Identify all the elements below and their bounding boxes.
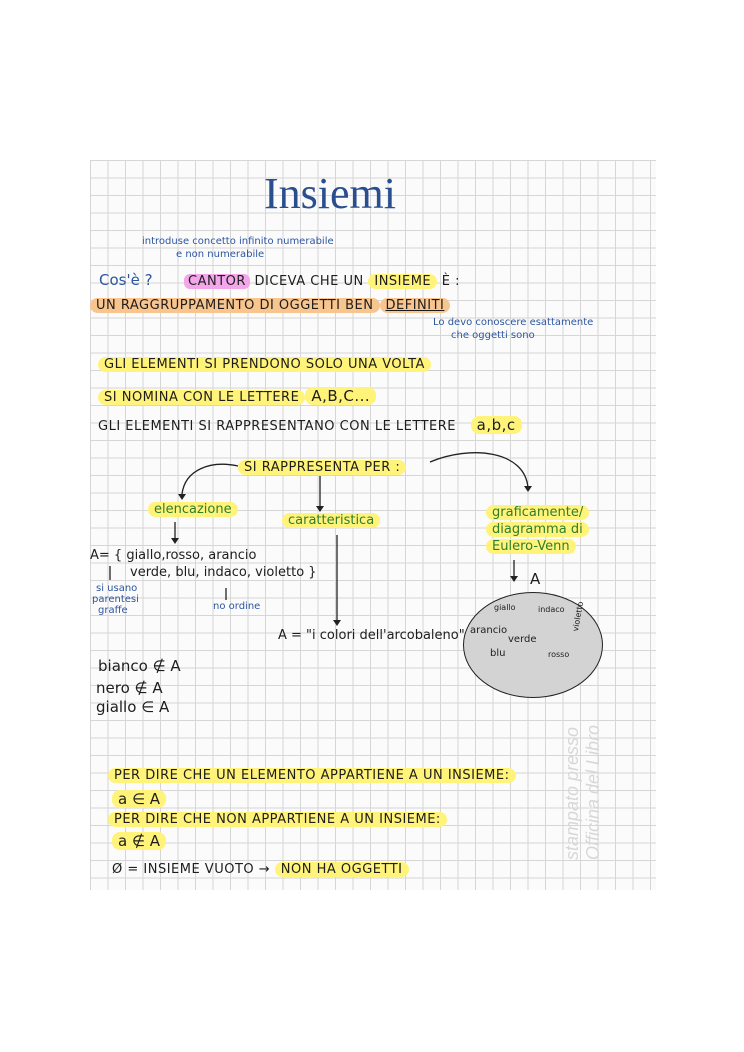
venn-item-giallo: giallo [494,603,516,612]
belongs-text: PER DIRE CHE UN ELEMENTO APPARTIENE A UN… [108,768,516,783]
cantor-note-line2: e non numerabile [176,249,265,260]
page-title: Insiemi [264,169,396,218]
empty-text: Ø = INSIEME VUOTO → [112,862,271,877]
venn-item-indaco: indaco [538,605,565,614]
venn-label: A [530,570,541,588]
header-rest: DICEVA CHE UN [254,274,364,289]
method-graficamente-1: graficamente/ [486,505,590,520]
not-belongs-text: PER DIRE CHE NON APPARTIENE A UN INSIEME… [108,812,447,827]
membership-giallo: giallo ∈ A [96,698,170,716]
header-word: INSIEME [368,274,438,289]
method-caratteristica: caratteristica [282,513,381,528]
venn-diagram [463,592,603,698]
rule-2-extra: A,B,C... [305,387,377,405]
watermark: stampato presso Officina del Libro [562,724,603,860]
venn-item-verde: verde [508,634,537,645]
graffe-note-2: parentesi [92,594,139,605]
rule-2: SI NOMINA CON LE LETTERE [98,390,306,405]
venn-item-rosso: rosso [548,650,570,659]
rule-3: GLI ELEMENTI SI RAPPRESENTANO CON LE LET… [98,419,456,434]
header-end: È : [441,274,461,289]
set-listing-line2: verde, blu, indaco, violetto } [130,565,317,580]
definition-note-line2: che oggetti sono [451,330,535,341]
graffe-note-3: graffe [98,605,128,616]
venn-item-arancio: arancio [470,625,508,636]
membership-bianco: bianco ∉ A [98,657,181,675]
no-order-note: no ordine [213,601,261,612]
set-property: A = "i colori dell'arcobaleno" [278,628,465,643]
rule-1: GLI ELEMENTI SI PRENDONO SOLO UNA VOLTA [98,357,431,372]
not-belongs-symbol: a ∉ A [112,832,167,850]
definition-word: DEFINITI [379,298,451,313]
question-text: Cos'è ? [99,271,153,289]
cantor-note-line1: introduse concetto infinito numerabile [142,236,334,247]
method-graficamente-2: diagramma di [486,522,589,537]
set-listing-line1: A= { giallo,rosso, arancio [90,548,257,563]
empty-word: NON HA OGGETTI [274,862,409,877]
cantor-name: CANTOR [184,274,250,289]
definition-note-line1: Lo devo conoscere esattamente [433,317,594,328]
method-graficamente-3: Eulero-Venn [486,539,576,554]
definition-text: UN RAGGRUPPAMENTO DI OGGETTI BEN [90,298,380,313]
belongs-symbol: a ∈ A [112,790,167,808]
method-elencazione: elencazione [148,502,238,517]
graffe-note-1: si usano [96,583,138,594]
rule-3-extra: a,b,c [470,416,522,434]
membership-nero: nero ∉ A [96,679,163,697]
venn-item-blu: blu [490,648,506,659]
represent-label: SI RAPPRESENTA PER : [238,460,407,475]
